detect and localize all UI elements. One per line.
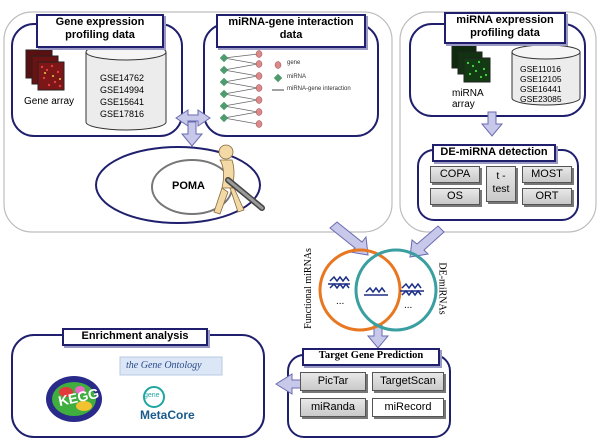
interaction-title: miRNA-gene interaction data	[216, 14, 366, 48]
gene-dataset-list: GSE14762 GSE14994 GSE15641 GSE17816	[100, 72, 144, 120]
mirna-dataset-list: GSE11016 GSE12105 GSE16441 GSE23085	[520, 64, 562, 104]
legend-gene-label: gene	[287, 60, 301, 66]
venn-right-hairpins-icon	[400, 282, 424, 297]
mirna-dataset-item: GSE16441	[520, 84, 562, 94]
pictar-tool: PicTar	[300, 372, 366, 391]
gene-array-image	[25, 49, 65, 91]
gene-expression-title: Gene expression profiling data	[36, 14, 164, 48]
metacore-logo-text: MetaCore	[140, 408, 195, 422]
gene-ontology-logo-text: the Gene Ontology	[126, 360, 202, 371]
mirecord-tool: miRecord	[372, 398, 444, 417]
target-prediction-title-text: Target Gene Prediction	[318, 350, 424, 361]
venn-left-circle	[318, 248, 402, 332]
mirna-dataset-item: GSE23085	[520, 94, 562, 104]
miranda-tool: miRanda	[300, 398, 366, 417]
mirna-array-label-line1: miRNA	[452, 88, 484, 99]
metacore-logo	[143, 386, 165, 408]
legend-mirna-label: miRNA	[287, 74, 306, 80]
target-prediction-title: Target Gene Prediction	[302, 348, 440, 366]
gene-dataset-item: GSE14762	[100, 73, 145, 83]
arrow-poma-to-venn	[329, 221, 369, 256]
target-prediction-box	[287, 354, 451, 438]
arrow-mirna-to-de	[480, 111, 504, 137]
ttest-line1: t -	[496, 170, 506, 182]
os-method: OS	[430, 188, 480, 205]
mirna-dataset-item: GSE11016	[520, 64, 561, 74]
gene-expression-title-line1: Gene expression	[55, 16, 145, 28]
poma-label: POMA	[172, 180, 205, 192]
interaction-title-line2: data	[279, 28, 303, 41]
kegg-logo	[46, 376, 102, 422]
gene-array-label: Gene array	[24, 96, 75, 107]
mirna-expression-title-line2: profiling data	[470, 26, 540, 39]
interaction-title-line1: miRNA-gene interaction	[228, 16, 354, 28]
gene-dataset-item: GSE15641	[100, 97, 145, 107]
gene-dataset-item: GSE17816	[100, 109, 145, 119]
metacore-gene-text: gene	[144, 392, 160, 399]
legend-mirna-marker	[273, 73, 283, 83]
copa-method: COPA	[430, 166, 480, 183]
ttest-line2: test	[492, 183, 510, 195]
mirna-array-image	[451, 45, 491, 83]
mirna-expression-title: miRNA expression profiling data	[444, 12, 566, 44]
de-mirna-title: DE-miRNA detection	[432, 144, 556, 162]
network-mirna-nodes	[219, 53, 229, 123]
venn-right-label: DE-miRNAs	[436, 262, 448, 315]
interaction-network	[223, 53, 259, 125]
targetscan-tool: TargetScan	[372, 372, 444, 391]
enrichment-title-text: Enrichment analysis	[81, 330, 189, 342]
gene-dataset-item: GSE14994	[100, 85, 145, 95]
ort-method: ORT	[522, 188, 572, 205]
gene-expression-title-line2: profiling data	[65, 28, 135, 41]
figure-with-magnifier-icon	[213, 144, 265, 215]
venn-left-dots: ...	[336, 296, 345, 307]
venn-right-circle	[354, 248, 438, 332]
mirna-array-label-line2: array	[452, 99, 475, 110]
enrichment-title: Enrichment analysis	[62, 328, 208, 346]
legend-gene-marker	[274, 61, 282, 69]
enrichment-box	[11, 334, 265, 438]
de-mirna-title-text: DE-miRNA detection	[440, 146, 548, 158]
venn-left-hairpins-icon	[328, 275, 350, 290]
venn-left-label: Functional miRNAs	[302, 248, 314, 329]
mirna-expression-title-line1: miRNA expression	[456, 14, 554, 26]
gene-database-cylinder	[85, 43, 167, 131]
venn-center-hairpin-icon	[364, 286, 388, 296]
venn-right-dots: ...	[404, 300, 413, 311]
arrow-to-poma	[180, 121, 204, 147]
gene-ontology-logo	[119, 356, 223, 376]
mirna-array-label: miRNA array	[452, 88, 484, 110]
mirna-database-cylinder	[511, 44, 581, 106]
ttest-method: t - test	[486, 166, 516, 202]
mirna-dataset-item: GSE12105	[520, 74, 562, 84]
network-gene-nodes	[255, 50, 263, 128]
legend-interaction-label: miRNA-gene interaction	[287, 86, 351, 92]
most-method: MOST	[522, 166, 572, 183]
